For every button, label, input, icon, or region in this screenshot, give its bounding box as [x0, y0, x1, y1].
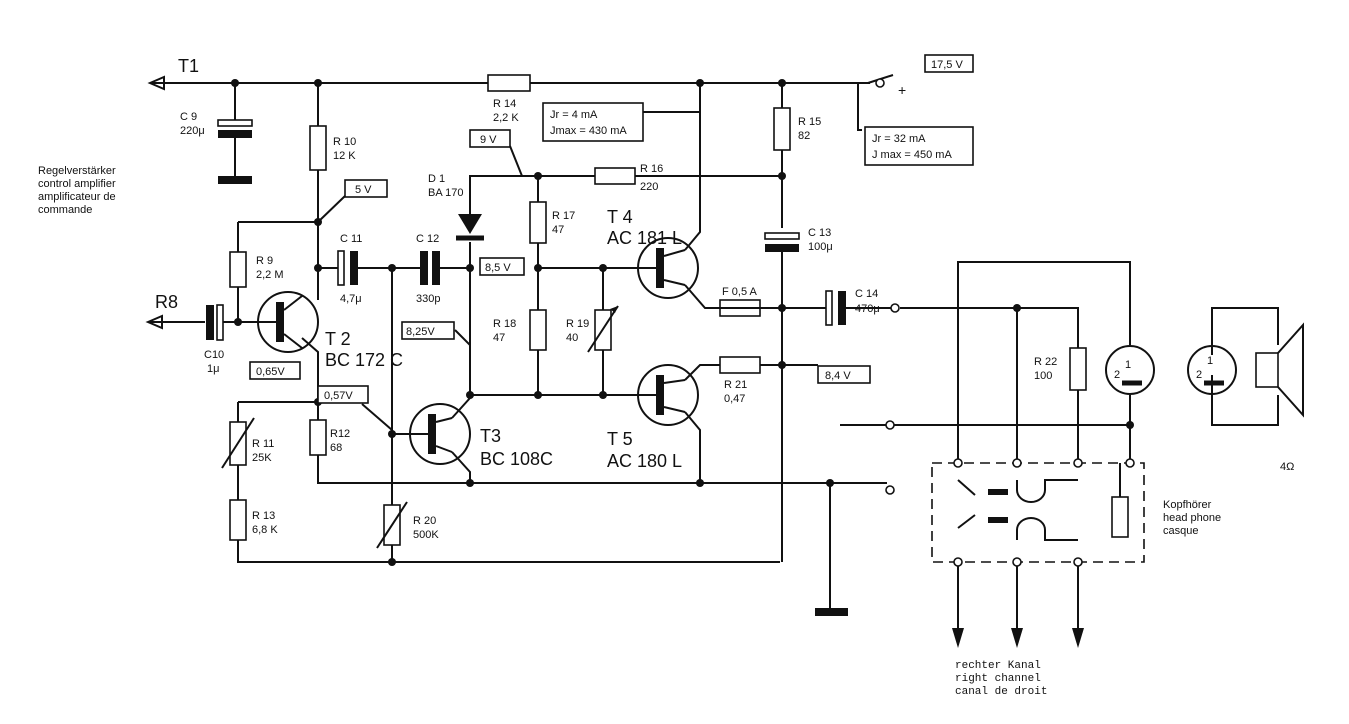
label-v825: 8,25V: [406, 326, 435, 338]
label-fuse: F 0,5 A: [722, 286, 758, 298]
label-r19: R 19: [566, 318, 589, 330]
label-r21-val: 0,47: [724, 393, 745, 405]
label-r13-val: 6,8 K: [252, 524, 278, 536]
label-r15-val: 82: [798, 130, 810, 142]
label-r12: R12: [330, 428, 350, 440]
label-ch-3: canal de droit: [955, 686, 1047, 698]
label-ctrl-4: commande: [38, 204, 92, 216]
label-r14: R 14: [493, 98, 516, 110]
label-ctrl-1: Regelverstärker: [38, 165, 116, 177]
label-c14: C 14: [855, 288, 878, 300]
label-v85: 8,5 V: [485, 262, 511, 274]
label-i1-line1: Jr = 4 mA: [550, 109, 598, 121]
label-ch-1: rechter Kanal: [955, 660, 1041, 672]
label-t2-type: BC 172 C: [325, 350, 403, 370]
label-ctrl-2: control amplifier: [38, 178, 116, 190]
label-t4: T 4: [607, 207, 633, 227]
label-r19-val: 40: [566, 332, 578, 344]
label-c9: C 9: [180, 111, 197, 123]
label-t3: T3: [480, 426, 501, 446]
label-r11: R 11: [252, 438, 274, 450]
label-t1: T1: [178, 56, 199, 76]
label-pin1b: 1: [1207, 355, 1213, 367]
label-c11: C 11: [340, 233, 362, 245]
label-ohm: 4Ω: [1280, 461, 1294, 473]
label-hp-2: head phone: [1163, 512, 1221, 524]
components: [206, 74, 1304, 549]
label-c11-val: 4,7μ: [340, 293, 362, 305]
label-t4-type: AC 181 L: [607, 228, 682, 248]
label-r22: R 22: [1034, 356, 1057, 368]
label-v9: 9 V: [480, 134, 497, 146]
label-c12-val: 330p: [416, 293, 440, 305]
label-hp-1: Kopfhörer: [1163, 499, 1212, 511]
label-r14-val: 2,2 K: [493, 112, 519, 124]
label-boxes: [249, 54, 974, 404]
label-r21: R 21: [724, 379, 747, 391]
label-v-supply: 17,5 V: [931, 59, 963, 71]
label-r15: R 15: [798, 116, 821, 128]
label-c14-val: 470μ: [855, 303, 880, 315]
label-r22-val: 100: [1034, 370, 1052, 382]
label-c12: C 12: [416, 233, 439, 245]
label-r16-val: 220: [640, 181, 658, 193]
label-r18: R 18: [493, 318, 516, 330]
label-c13: C 13: [808, 227, 831, 239]
label-ch-2: right channel: [955, 673, 1041, 685]
label-c10: C10: [204, 349, 224, 361]
label-c13-val: 100μ: [808, 241, 833, 253]
label-v5: 5 V: [355, 184, 372, 196]
label-d1: D 1: [428, 173, 445, 185]
wires: [145, 74, 1279, 648]
label-r11-val: 25K: [252, 452, 272, 464]
label-r10: R 10: [333, 136, 356, 148]
label-pin1a: 1: [1125, 359, 1131, 371]
label-i1-line2: Jmax = 430 mA: [550, 125, 627, 137]
label-v057: 0,57V: [324, 390, 353, 402]
label-r20-val: 500K: [413, 529, 439, 541]
label-hp-3: casque: [1163, 525, 1198, 537]
label-i2-line1: Jr = 32 mA: [872, 133, 926, 145]
text-labels: T1 R8 C 9 220μ R 10 12 K R 14 2,2 K R 15…: [38, 56, 1294, 698]
label-t3-type: BC 108C: [480, 449, 553, 469]
label-r16: R 16: [640, 163, 663, 175]
label-t2: T 2: [325, 329, 351, 349]
label-r12-val: 68: [330, 442, 342, 454]
label-r20: R 20: [413, 515, 436, 527]
label-v84: 8,4 V: [825, 370, 851, 382]
label-r8: R8: [155, 292, 178, 312]
label-r10-val: 12 K: [333, 150, 356, 162]
label-plus: +: [898, 82, 906, 98]
label-pin2a: 2: [1114, 369, 1120, 381]
label-r9-val: 2,2 M: [256, 269, 284, 281]
label-r13: R 13: [252, 510, 275, 522]
label-r17: R 17: [552, 210, 575, 222]
label-pin2b: 2: [1196, 369, 1202, 381]
label-c9-val: 220μ: [180, 125, 205, 137]
junctions: [231, 78, 1135, 567]
label-r17-val: 47: [552, 224, 564, 236]
label-i2-line2: J max = 450 mA: [872, 149, 952, 161]
label-t5: T 5: [607, 429, 633, 449]
label-t5-type: AC 180 L: [607, 451, 682, 471]
label-ctrl-3: amplificateur de: [38, 191, 116, 203]
label-c10-val: 1μ: [207, 363, 219, 375]
label-d1-val: BA 170: [428, 187, 463, 199]
label-v065: 0,65V: [256, 366, 285, 378]
label-r9: R 9: [256, 255, 273, 267]
label-r18-val: 47: [493, 332, 505, 344]
